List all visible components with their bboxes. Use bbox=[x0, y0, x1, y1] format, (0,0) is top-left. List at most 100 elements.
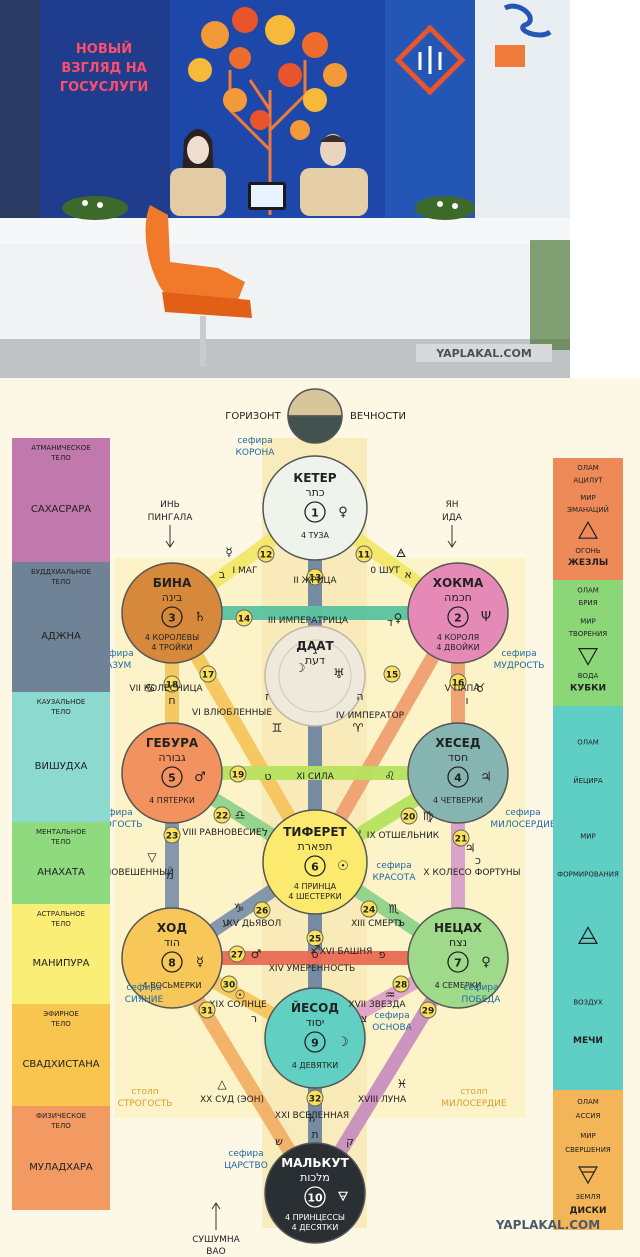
left-bar-segment-1-fill bbox=[12, 438, 110, 562]
right-bar-segment-1-suit: ЖЕЗЛЫ bbox=[568, 558, 608, 568]
pillar-left-caption-1: столп bbox=[131, 1087, 158, 1097]
path-24-arcana: XIII СМЕРТЬ bbox=[351, 919, 405, 929]
horizon-left-label: ГОРИЗОНТ bbox=[225, 411, 281, 422]
path-20-zodiac-icon: ♍ bbox=[423, 809, 434, 823]
sephira-keter-planet-icon: ♀ bbox=[338, 505, 348, 520]
path-18-number: 18 bbox=[166, 681, 179, 691]
path-26-number-badge bbox=[253, 901, 271, 919]
photo-watermark: YAPLAKAL.COM bbox=[435, 347, 532, 360]
sephira-hokhma-cards-2: 4 ДВОЙКИ bbox=[436, 641, 479, 652]
path-16-hebrew-letter: ו bbox=[466, 694, 469, 707]
sephira-hokhma-cards-1: 4 КОРОЛЯ bbox=[437, 633, 479, 642]
path-15-zodiac-icon: ♈ bbox=[353, 721, 364, 735]
path-21-zodiac-icon: ♃ bbox=[465, 841, 476, 855]
right-bar-segment-4-olam: ОЛАМ bbox=[577, 1098, 599, 1106]
left-bar: АТМАНИЧЕСКОЕТЕЛОСАХАСРАРАБУДДХИАЛЬНОЕТЕЛ… bbox=[12, 438, 110, 1210]
horizon-lower-half bbox=[287, 415, 343, 444]
sephira-malkut-number-ring bbox=[304, 1186, 326, 1208]
path-31-number-badge bbox=[198, 1001, 216, 1019]
vao-label: ВАО bbox=[206, 1247, 225, 1257]
path-28-hebrew-letter: צ bbox=[361, 1012, 368, 1025]
sephira-hokhma-caption-2: МУДРОСТЬ bbox=[494, 661, 545, 671]
sephira-hokhma-planet-icon: Ψ bbox=[481, 610, 491, 625]
sephira-daat-planet-icon: ♅ bbox=[333, 667, 345, 682]
path-27-arcana: XVI БАШНЯ bbox=[320, 947, 373, 957]
right-bar-segment-2-world: ТВОРЕНИЯ bbox=[568, 630, 608, 638]
left-bar-segment-3-fill bbox=[12, 692, 110, 822]
sephira-hod-circle bbox=[121, 907, 223, 1009]
path-15-number: 15 bbox=[386, 671, 399, 681]
path-30-zodiac-icon: ☉ bbox=[235, 988, 246, 1002]
path-14-zodiac-icon: ♀ bbox=[394, 611, 403, 625]
sephira-hokhma-hebrew: חכמה bbox=[444, 591, 472, 604]
right-bar-segment-2-element: ВОДА bbox=[578, 672, 599, 680]
sephira-bina-cards-1: 4 КОРОЛЕВЫ bbox=[145, 633, 199, 642]
right-bar-segment-3-element: ВОЗДУХ bbox=[573, 999, 603, 1007]
path-17-zodiac-icon: ♊ bbox=[272, 721, 283, 735]
path-31-zodiac-icon: △ bbox=[217, 1077, 227, 1091]
path-15-hebrew-letter: ה bbox=[356, 690, 363, 703]
path-26-hebrew-letter: ע bbox=[223, 916, 230, 929]
path-29-zodiac-icon: ♓ bbox=[397, 1077, 408, 1091]
path-32-zodiac-icon: ♄ bbox=[307, 1111, 318, 1125]
left-bar-segment-2-body-1: БУДДХИАЛЬНОЕ bbox=[31, 568, 91, 576]
path-30-number: 30 bbox=[223, 981, 236, 991]
path-32-hebrew-letter: ת bbox=[311, 1128, 318, 1141]
right-bar-segment-2-name: БРИЯ bbox=[578, 599, 597, 607]
path-23-hebrew-letter: מ bbox=[166, 869, 173, 882]
yin-label: ИНЬ bbox=[160, 500, 180, 510]
sushumna-arrow-head bbox=[211, 1202, 221, 1210]
ida-arrow-head bbox=[447, 540, 457, 548]
right-bar-segment-4-world: СВЕРШЕНИЯ bbox=[565, 1146, 611, 1154]
sephira-hesed-planet-icon: ♃ bbox=[480, 770, 492, 785]
path-11-zodiac-icon: 🜁 bbox=[396, 546, 407, 560]
sephira-netzah-planet-icon: ♀ bbox=[481, 955, 491, 970]
right-bar-segment-4-element-icon bbox=[577, 1166, 599, 1185]
sephira-bina-number: 3 bbox=[168, 612, 176, 625]
path-14-number-badge bbox=[235, 609, 253, 627]
sephira-yesod-caption-1: сефира bbox=[374, 1011, 409, 1021]
sephira-hokhma-name: ХОКМА bbox=[433, 576, 484, 590]
right-bar-segment-3-mir: МИР bbox=[580, 832, 596, 840]
path-27-hebrew-letter: פ bbox=[379, 948, 386, 961]
path-12-zodiac-icon: ☿ bbox=[225, 545, 232, 559]
right-bar-segment-4-name: АССИЯ bbox=[576, 1112, 601, 1120]
path-29-hebrew-letter: ק bbox=[346, 1135, 354, 1148]
sephira-keter-number-ring bbox=[304, 501, 326, 523]
right-bar-segment-1-element: ОГОНЬ bbox=[575, 547, 601, 555]
path-20-arcana: IX ОТШЕЛЬНИК bbox=[367, 831, 440, 841]
sephira-hokhma-circle bbox=[407, 562, 509, 664]
sephira-daat-hebrew: דעת bbox=[305, 654, 325, 667]
ida-label: ИДА bbox=[442, 513, 463, 523]
path-15-arcana: IV ИМПЕРАТОР bbox=[336, 711, 405, 721]
path-24-hebrew-letter: נ bbox=[398, 916, 402, 929]
sephira-bina-name: БИНА bbox=[153, 576, 192, 590]
path-30-number-badge bbox=[220, 975, 238, 993]
sephira-malkut-circle bbox=[264, 1142, 366, 1244]
sephira-hokhma-number-ring bbox=[447, 606, 469, 628]
path-13-number: 13 bbox=[309, 574, 322, 584]
path-17-number-badge bbox=[199, 665, 217, 683]
sephira-gevura-hebrew: גבורה bbox=[158, 751, 186, 764]
yang-label: ЯН bbox=[445, 500, 458, 510]
pillar-right-caption-2: МИЛОСЕРДИЕ bbox=[441, 1099, 507, 1109]
path-29-number-badge bbox=[419, 1001, 437, 1019]
path-12-arcana: I МАГ bbox=[233, 566, 258, 576]
sephira-gevura-planet-icon: ♂ bbox=[194, 770, 206, 785]
path-31-hebrew-letter: ש bbox=[275, 1135, 283, 1148]
path-31-arcana: XX СУД (ЭОН) bbox=[200, 1095, 264, 1105]
sephira-yesod-number: 9 bbox=[311, 1037, 319, 1050]
